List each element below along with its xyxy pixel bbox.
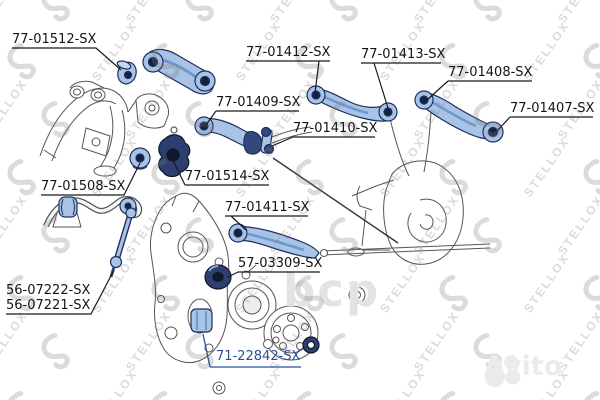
bushing-77-01512	[116, 60, 137, 85]
part-label-highlighted: 71-22842-SX	[216, 349, 301, 364]
part-label: 77-01413-SX	[361, 47, 446, 62]
photo-watermark-text: bcp	[283, 264, 381, 317]
stabilizer-clamp	[58, 196, 78, 218]
hub-seal-ring	[302, 336, 320, 354]
part-label: 77-01407-SX	[510, 101, 595, 116]
bushing-71-22842	[190, 308, 213, 333]
part-label: 77-01514-SX	[185, 169, 270, 184]
part-label: 56-07221-SX	[6, 298, 91, 313]
part-label: 56-07222-SX	[6, 283, 91, 298]
part-label: 77-01410-SX	[293, 121, 378, 136]
avito-logo-icon	[485, 355, 521, 387]
highlighted-leader-line	[202, 333, 301, 368]
part-label: 77-01408-SX	[448, 65, 533, 80]
part-label: 77-01409-SX	[216, 95, 301, 110]
upper-arm-mid	[306, 85, 398, 122]
subframe-drawing	[39, 80, 169, 177]
part-label: 77-01412-SX	[246, 45, 331, 60]
upper-arm-right	[414, 90, 504, 143]
avito-logo: Avito	[484, 351, 562, 387]
bushing-77-01508	[129, 147, 151, 170]
wheel-bearing-drawing	[212, 264, 319, 395]
upper-arm-left	[142, 48, 216, 95]
part-label: 57-03309-SX	[238, 256, 323, 271]
part-label: 77-01512-SX	[12, 32, 97, 47]
axle-drawing	[272, 109, 491, 304]
part-label: 77-01508-SX	[41, 179, 126, 194]
part-label: 77-01411-SX	[225, 200, 310, 215]
lower-arm	[228, 223, 320, 259]
bushing-57-03309	[204, 264, 232, 290]
